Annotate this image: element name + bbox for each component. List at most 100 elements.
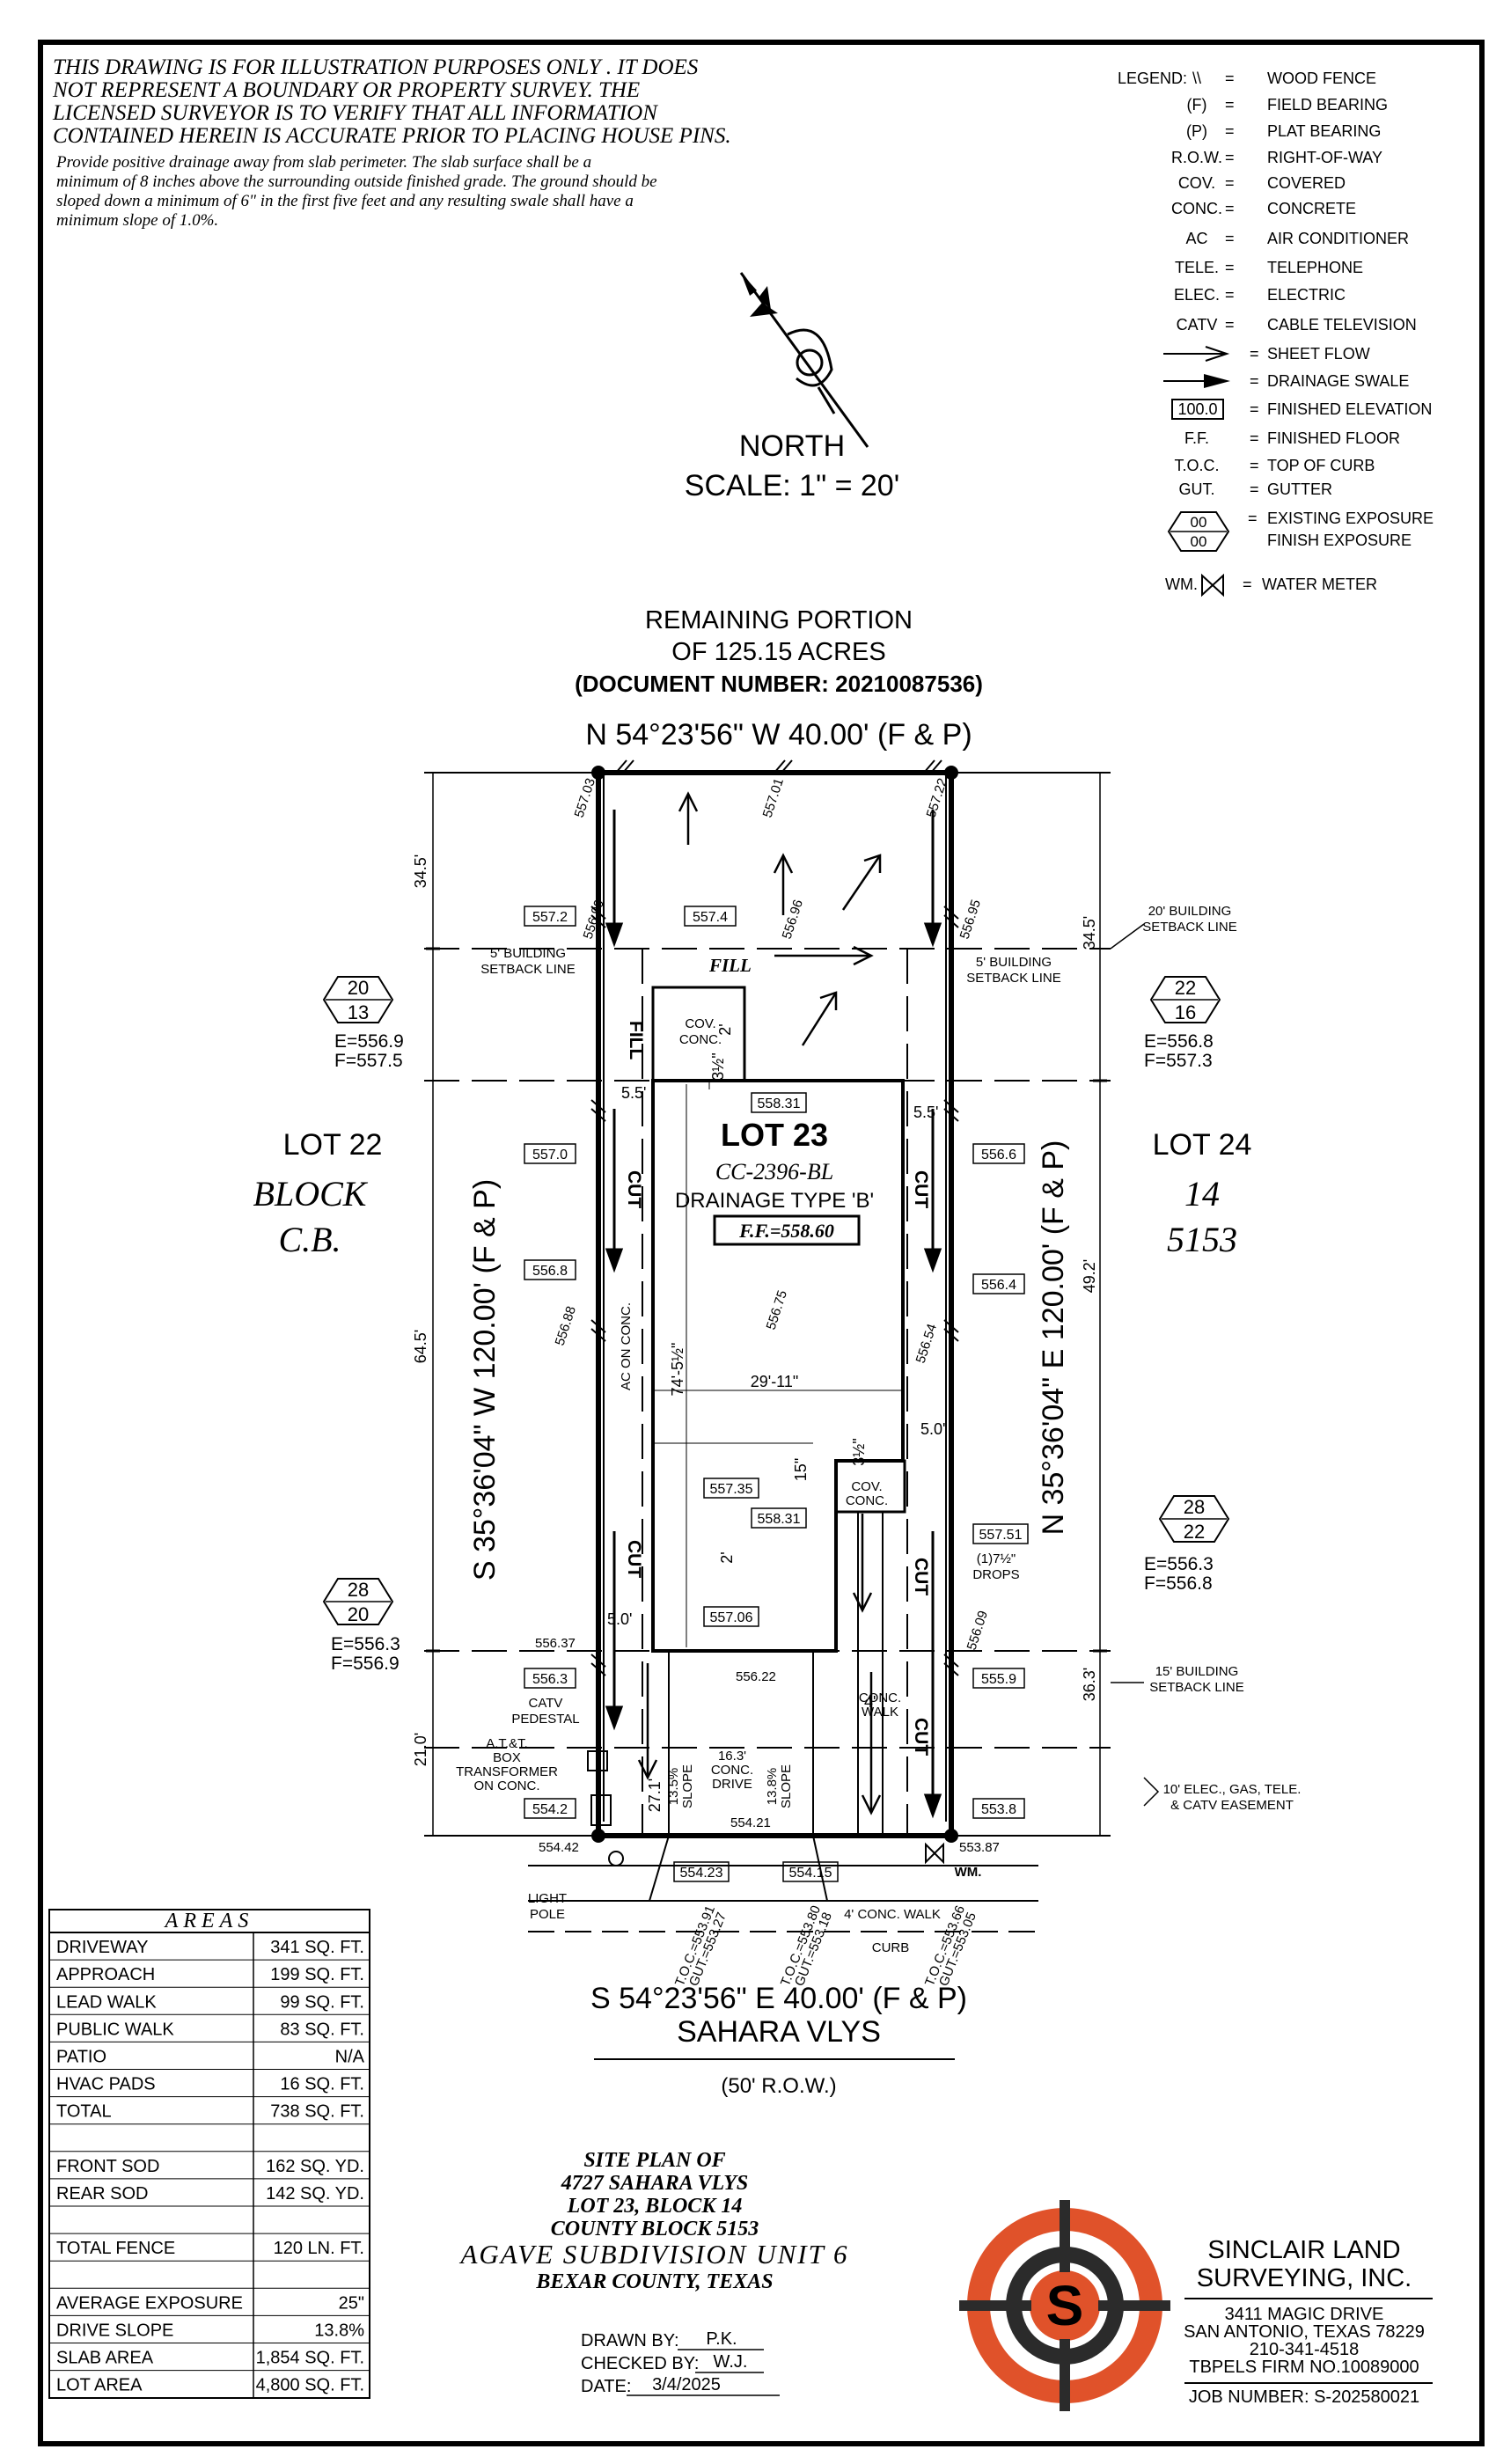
areas-row-value: 99 SQ. FT.: [280, 1992, 364, 2012]
dimension-label: 34.5': [412, 854, 429, 888]
exposure-f: F=556.8: [1144, 1573, 1213, 1594]
legend-symbol: F.F.: [1184, 429, 1209, 447]
lot-title: LOT 23: [721, 1117, 828, 1153]
scale-label: SCALE: 1" = 20': [685, 469, 899, 502]
exposure-f: F=557.3: [1144, 1051, 1213, 1071]
legend-equals: =: [1250, 457, 1259, 474]
areas-row-label: TOTAL: [56, 2102, 112, 2122]
legend-text: TOP OF CURB: [1267, 457, 1375, 474]
date-label: DATE:: [581, 2377, 631, 2396]
finish-exposure: 13: [348, 1001, 369, 1023]
finished-elevation: 557.35: [710, 1482, 753, 1497]
curb-label: CURB: [872, 1940, 910, 1955]
drawn-by-value: P.K.: [706, 2329, 737, 2349]
dimension-label: 74'-5½": [669, 1343, 686, 1397]
legend-text: DRAINAGE SWALE: [1267, 372, 1409, 390]
plan-number: CC-2396-BL: [715, 1159, 833, 1184]
legend-symbol: 00: [1191, 533, 1207, 550]
finish-exposure: 20: [348, 1603, 369, 1625]
company-address: 3411 MAGIC DRIVE: [1225, 2305, 1384, 2324]
drawn-by-label: DRAWN BY:: [581, 2331, 679, 2350]
finished-elevation: 554.2: [532, 1802, 568, 1817]
legend-equals: =: [1225, 200, 1235, 217]
company-address: 210-341-4518: [1250, 2340, 1360, 2359]
property-pin: [944, 1829, 958, 1843]
job-number: JOB NUMBER: S-202580021: [1189, 2387, 1419, 2407]
water-meter-symbol: [1201, 573, 1224, 598]
setback-label: 5' BUILDING: [490, 946, 566, 961]
lot-boundary: [424, 770, 1111, 1838]
drainage-swale-arrows: [605, 810, 942, 1819]
areas-row-value: 199 SQ. FT.: [270, 1965, 364, 1984]
legend-equals: =: [1243, 576, 1252, 593]
spot-elevation: 556.75: [764, 1288, 790, 1331]
legend-symbol: CONC.: [1171, 200, 1222, 217]
spot-elevation: 553.87: [959, 1840, 1000, 1855]
company-logo: S: [959, 2200, 1170, 2411]
right-bearing: N 35°36'04" E 120.00' (F & P): [1037, 1140, 1070, 1536]
approach-edge: [812, 1835, 828, 1902]
legend-symbol: WM.: [1165, 576, 1198, 593]
att-label: BOX: [493, 1750, 521, 1765]
catv-label: CATV: [529, 1696, 563, 1711]
areas-row-label: LEAD WALK: [56, 1992, 157, 2012]
company-address: SAN ANTONIO, TEXAS 78229: [1184, 2322, 1425, 2342]
fill-label: FILL: [708, 955, 752, 976]
checked-by-label: CHECKED BY:: [581, 2354, 699, 2373]
areas-row-label: PUBLIC WALK: [56, 2020, 174, 2039]
walk-label: WALK: [862, 1705, 898, 1720]
legend-text: WOOD FENCE: [1267, 70, 1376, 87]
legend-equals: =: [1225, 174, 1235, 192]
finish-exposure: 22: [1184, 1521, 1205, 1543]
dimension-label: 5.5': [621, 1084, 646, 1102]
logo-crosshair: [959, 2300, 1031, 2311]
legend-text: WATER METER: [1262, 576, 1377, 593]
disclaimer-note: THIS DRAWING IS FOR ILLUSTRATION PURPOSE…: [52, 55, 731, 148]
setback-label: SETBACK LINE: [1149, 1680, 1244, 1695]
company-address: TBPELS FIRM NO.10089000: [1189, 2358, 1419, 2377]
adjoiner-line: OF 125.15 ACRES: [671, 638, 885, 666]
finished-elevation: 558.31: [758, 1096, 801, 1111]
property-pin: [944, 766, 958, 780]
slope-label: 13.5%: [666, 1768, 681, 1806]
disclaimer-line: CONTAINED HEREIN IS ACCURATE PRIOR TO PL…: [53, 124, 731, 148]
exposure-marker: 20 13 E=556.9 F=557.5: [322, 976, 404, 1071]
dimension-label: 15": [792, 1458, 810, 1481]
spot-elevation: 556.54: [913, 1322, 940, 1365]
covered-concrete-label: COV.: [851, 1479, 882, 1494]
drainage-note-line: minimum of 8 inches above the surroundin…: [56, 172, 657, 191]
legend-symbol: ELEC.: [1174, 286, 1220, 304]
spot-elevation: 557.03: [572, 776, 598, 819]
legend-symbol: 00: [1191, 514, 1207, 531]
setback-label: SETBACK LINE: [1142, 920, 1237, 935]
legend-text: FINISHED FLOOR: [1267, 429, 1400, 447]
leader-line: [1110, 923, 1145, 950]
ac-label: AC ON CONC.: [619, 1302, 634, 1390]
drainage-arrows: [637, 791, 882, 1815]
logo-crosshair: [1060, 2339, 1070, 2411]
legend-equals: =: [1225, 259, 1235, 276]
cut-label: CUT: [911, 1558, 931, 1595]
finished-elevation: 558.31: [758, 1512, 801, 1527]
exposure-f: F=557.5: [334, 1051, 403, 1071]
dimension-label: 49.2': [1081, 1259, 1098, 1293]
legend-text: COVERED: [1267, 174, 1346, 192]
house-footprint: [651, 986, 906, 1653]
legend-symbol: AC: [1185, 230, 1207, 247]
dimension-label: 3½": [709, 1052, 727, 1080]
right-lot-block: 14: [1184, 1174, 1220, 1214]
legend-text: RIGHT-OF-WAY: [1267, 149, 1382, 166]
title-line: 4727 SAHARA VLYS: [561, 2172, 749, 2195]
covered-concrete-side: [834, 1459, 906, 1514]
bottom-bearing: S 54°23'56" E 40.00' (F & P): [590, 1982, 967, 2015]
areas-row-label: SLAB AREA: [56, 2349, 154, 2368]
drainage-note: Provide positive drainage away from slab…: [55, 153, 657, 230]
setback-label: 5' BUILDING: [976, 955, 1052, 970]
legend-symbol: (P): [1186, 122, 1207, 140]
finished-elevation: 554.23: [680, 1866, 723, 1881]
slope-label: SLOPE: [779, 1764, 794, 1808]
legend-symbol: GUT.: [1178, 480, 1214, 498]
areas-row-label: AVERAGE EXPOSURE: [56, 2293, 243, 2313]
finished-floor-box: [713, 1214, 861, 1246]
legend-equals: =: [1250, 400, 1259, 418]
